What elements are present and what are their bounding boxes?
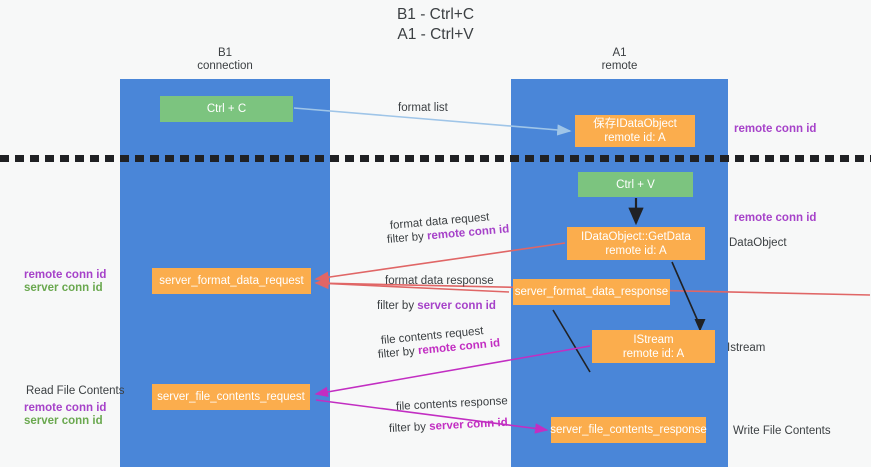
edge-label-file-contents-response: file contents response <box>395 395 509 413</box>
node-getdata-line2: remote id: A <box>605 244 667 257</box>
swimlane-header-b1: B1 connection <box>120 47 330 73</box>
node-getdata-line1: IDataObject::GetData <box>581 230 691 243</box>
node-server-file-contents-request-label: server_file_contents_request <box>157 391 305 403</box>
edge-label-format-data-response-filter: filter by server conn id <box>377 299 496 314</box>
filter-prefix-3: filter by <box>377 345 419 361</box>
node-istream[interactable]: IStream remote id: A <box>592 330 715 363</box>
node-server-file-contents-response-label: server_file_contents_response <box>550 424 707 436</box>
node-server-format-data-response-label: server_format_data_response <box>514 286 669 298</box>
annotation-remote-conn-id-mid: remote conn id <box>734 212 817 224</box>
filter-prefix-1: filter by <box>386 230 428 246</box>
node-istream-line2: remote id: A <box>622 347 685 360</box>
annotation-dataobject: DataObject <box>729 237 787 249</box>
title-line-2: A1 - Ctrl+V <box>397 26 474 43</box>
node-server-format-data-request[interactable]: server_format_data_request <box>152 268 311 294</box>
node-server-file-contents-response[interactable]: server_file_contents_response <box>550 417 707 443</box>
annotation-left-remote-conn-id-2: remote conn id <box>24 402 107 414</box>
filter-prefix-4: filter by <box>388 420 430 435</box>
node-ctrl-c-label: Ctrl + C <box>206 103 247 115</box>
annotation-istream: Istream <box>727 342 766 354</box>
node-ctrl-v-label: Ctrl + V <box>616 178 655 191</box>
annotation-read-file-contents: Read File Contents <box>26 385 125 397</box>
node-server-file-contents-request[interactable]: server_file_contents_request <box>152 384 310 410</box>
node-idataobject-line1: 保存IDataObject <box>593 118 677 130</box>
node-istream-line1: IStream <box>633 333 674 346</box>
annotation-left-remote-conn-id-1: remote conn id <box>24 269 107 281</box>
annotation-left-server-conn-id-2: server conn id <box>24 415 103 427</box>
swimlane-header-a1: A1 remote <box>511 47 728 73</box>
annotation-remote-conn-id-top: remote conn id <box>734 123 817 135</box>
title-line-1: B1 - Ctrl+C <box>396 6 475 23</box>
phase-separator <box>0 155 871 162</box>
swimlane-b1-role: connection <box>197 60 253 72</box>
filter-prefix-2: filter by <box>377 300 418 312</box>
node-ctrl-v[interactable]: Ctrl + V <box>578 172 693 197</box>
node-server-format-data-response[interactable]: server_format_data_response <box>513 279 670 305</box>
node-idataobject-getdata[interactable]: IDataObject::GetData remote id: A <box>567 227 705 260</box>
edge-label-format-list: format list <box>398 102 448 114</box>
swimlane-a1-name: A1 <box>612 47 627 59</box>
node-ctrl-c[interactable]: Ctrl + C <box>160 96 293 122</box>
swimlane-a1-role: remote <box>601 60 638 72</box>
edge-label-file-contents-response-filter: filter by server conn id <box>389 416 509 437</box>
page-title: B1 - Ctrl+C A1 - Ctrl+V <box>0 5 871 45</box>
annotation-left-server-conn-id-1: server conn id <box>24 282 103 294</box>
swimlane-b1-name: B1 <box>217 47 233 59</box>
node-idataobject[interactable]: 保存IDataObject remote id: A <box>575 115 695 147</box>
annotation-write-file-contents: Write File Contents <box>733 425 831 437</box>
filter-key-server-conn-id-2: server conn id <box>428 416 509 433</box>
edge-label-format-data-response: format data response <box>385 275 494 287</box>
node-server-format-data-request-label: server_format_data_request <box>159 275 304 287</box>
node-idataobject-line2: remote id: A <box>604 132 666 144</box>
filter-key-server-conn-id-1: server conn id <box>417 300 496 312</box>
